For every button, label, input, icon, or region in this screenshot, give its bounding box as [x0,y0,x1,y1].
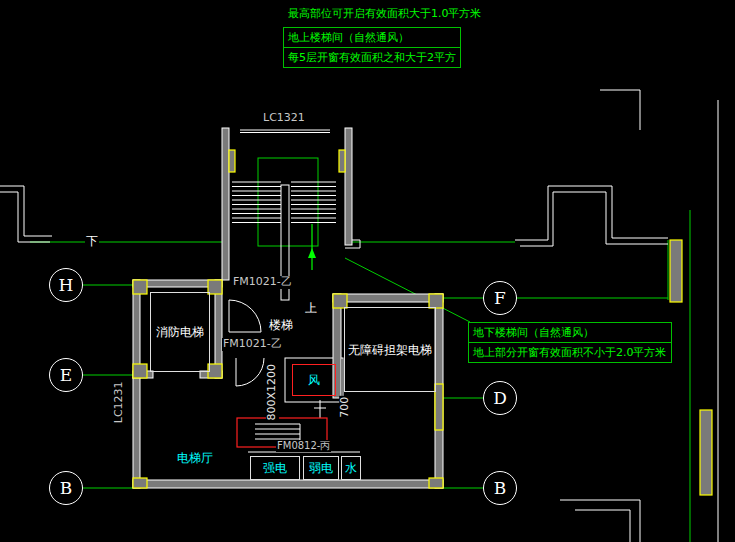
note-text: 地上部分开窗有效面积不小于2.0平方米 [469,342,671,362]
axis-label: F [494,290,506,307]
axis-label: D [493,390,507,407]
room-name: 消防电梯 [155,325,205,339]
axis-label: B [494,480,507,497]
axis-label: E [60,367,72,384]
room-name: 风 [307,373,321,387]
room-name: 电梯厅 [176,452,214,466]
door-tag: FM0812-丙 [276,440,331,452]
duct-shaft: 风 [292,364,336,396]
elevator-shaft: 消防电梯 [150,292,210,372]
dimension-text: 800X1200 [266,363,279,422]
axis-bubble: B [49,471,83,505]
dimension-text: 700 [339,396,352,419]
window-tag: LC1231 [113,380,126,424]
axis-bubble: B [483,471,517,505]
window-tag: LC1321 [262,112,306,125]
note-text: 最高部位可开启有效面积大于1.0平方米 [287,8,483,21]
room-name: 楼梯 [268,319,294,333]
note-box: 地上楼梯间（自然通风）每5层开窗有效面积之和大于2平方 [283,27,461,68]
door-tag: FM1021-乙 [222,338,283,351]
note-text: 每5层开窗有效面积之和大于2平方 [284,47,460,67]
note-box: 地下楼梯间（自然通风）地上部分开窗有效面积不小于2.0平方米 [468,322,672,363]
room-name: 无障碍担架电梯 [347,343,433,357]
axis-label: H [59,277,74,294]
room-name: 弱电 [308,461,334,475]
axis-bubble: E [49,358,83,392]
direction-text: 上 [304,302,318,316]
room-name: 水 [344,461,358,475]
service-room: 弱电 [303,456,339,480]
note-text: 地上楼梯间（自然通风） [284,28,460,47]
service-room: 强电 [250,456,300,480]
service-room: 水 [341,456,361,480]
axis-label: B [60,480,73,497]
axis-bubble: F [483,281,517,315]
axis-bubble: H [49,268,83,302]
room-name: 强电 [262,461,288,475]
direction-text: 下 [85,235,99,249]
elevator-shaft: 无障碍担架电梯 [344,307,436,392]
axis-bubble: D [483,381,517,415]
door-tag: FM1021-乙 [232,276,293,289]
note-text: 地下楼梯间（自然通风） [469,323,671,342]
